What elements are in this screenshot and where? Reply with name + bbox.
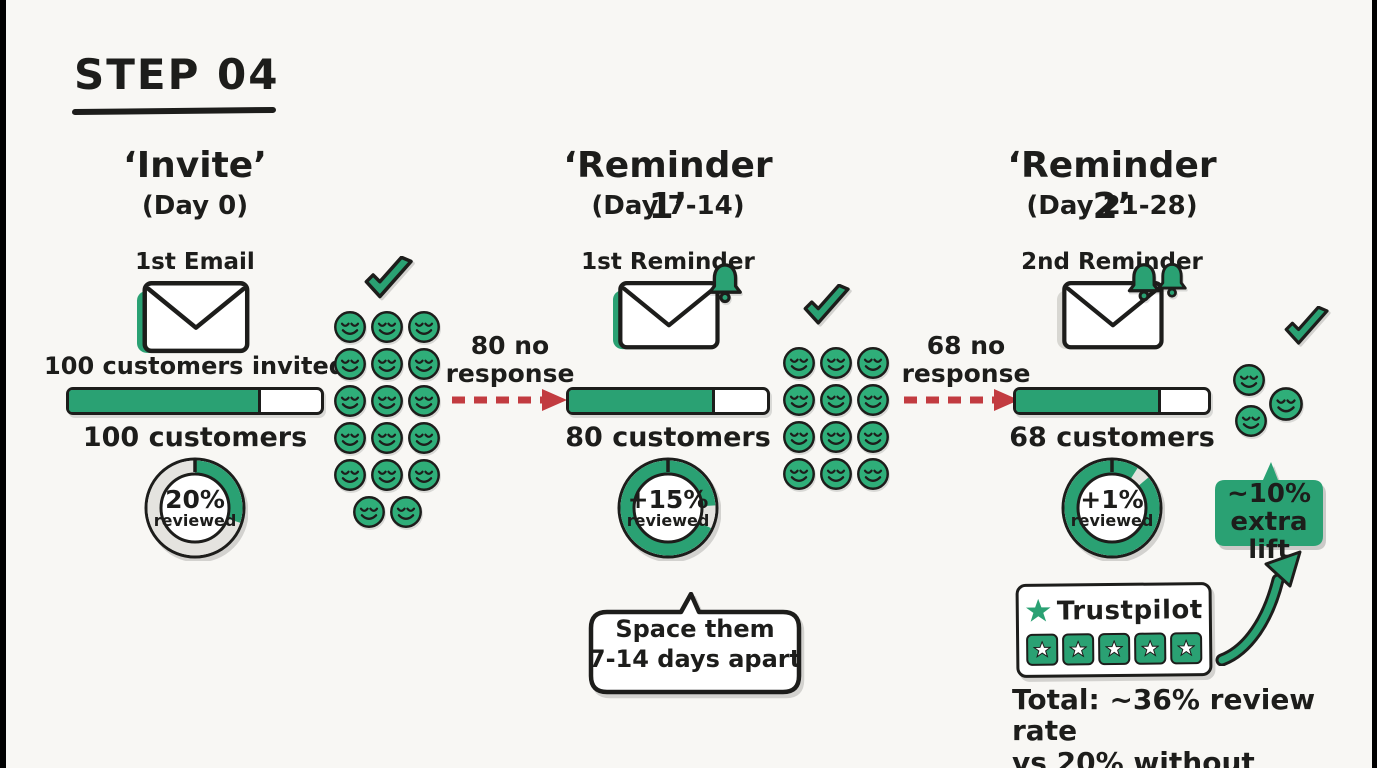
email-step-label: 1st Email [135, 249, 255, 275]
smiley-icon [783, 383, 815, 416]
smiley-icon [1235, 405, 1267, 437]
smiley-grid-invite [330, 308, 444, 530]
smiley-icon [334, 458, 366, 491]
right-edge-bar [1372, 0, 1377, 768]
star-icon [1062, 632, 1095, 666]
smiley-icon [820, 420, 852, 453]
bar-label-below: 80 customers [565, 422, 771, 453]
gauge-value: +15% [627, 485, 709, 515]
review-gauge: +1% reviewed [1059, 455, 1165, 561]
bar-label-above: 100 customers invited [44, 352, 346, 380]
email-step-label: 2nd Reminder [1021, 249, 1203, 275]
smiley-icon [1233, 364, 1265, 396]
smiley-icon [371, 347, 403, 380]
smiley-icon [857, 383, 889, 416]
smiley-icon [371, 384, 403, 417]
curved-arrow-icon [1215, 550, 1302, 666]
no-response-label: 80 no response [445, 331, 575, 388]
smiley-icon [334, 384, 366, 417]
smiley-icon [783, 420, 815, 453]
total-summary: Total: ~36% review rate vs 20% without r… [1012, 684, 1377, 768]
smiley-icon [371, 458, 403, 491]
title-underline [71, 106, 277, 116]
progress-bar-fill [1016, 390, 1162, 412]
gauge-label: reviewed [1070, 510, 1154, 530]
total-line-1: Total: ~36% review rate [1012, 683, 1316, 748]
trustpilot-star-rating [1026, 631, 1203, 666]
bar-label-below: 100 customers [82, 422, 308, 453]
smiley-grid-reminder-1 [779, 344, 893, 492]
progress-bar [1013, 387, 1211, 415]
smiley-icon [820, 346, 852, 379]
column-heading: ‘Reminder 1’ [563, 145, 773, 227]
smiley-icon [389, 495, 422, 528]
smiley-icon [334, 421, 366, 454]
gauge-value: 20% [165, 485, 225, 515]
smiley-icon [408, 347, 440, 380]
bubble-line-1: Space them [615, 615, 775, 643]
smiley-icon [783, 346, 815, 379]
smiley-icon [371, 310, 403, 343]
email-step-label: 1st Reminder [581, 249, 755, 275]
smiley-icon [857, 420, 889, 453]
dashed-arrow-icon [904, 389, 1019, 411]
lift-line-1: ~10% [1226, 479, 1312, 509]
review-gauge: +15% reviewed [615, 455, 721, 561]
column-subheading: (Day 7-14) [591, 191, 745, 221]
star-icon [1098, 632, 1131, 665]
check-icon [364, 256, 413, 299]
no-response-label: 68 no response [901, 331, 1031, 388]
trustpilot-brand: Trustpilot [1056, 594, 1203, 627]
bell-icon [708, 261, 748, 307]
progress-bar [66, 387, 324, 415]
column-subheading: (Day 0) [141, 191, 249, 221]
two-bells-icon [1127, 261, 1192, 305]
progress-bar [566, 387, 770, 415]
progress-bar-fill [569, 390, 715, 412]
trustpilot-star-icon [1026, 598, 1051, 622]
bubble-line-2: 7-14 days apart [588, 645, 802, 673]
smiley-icon [334, 347, 366, 380]
star-icon [1170, 631, 1203, 664]
bar-label-below: 68 customers [1009, 422, 1215, 453]
smiley-icon [408, 310, 440, 343]
smiley-icon [408, 421, 440, 454]
left-edge-bar [0, 0, 6, 768]
envelope-bell-icon [610, 263, 742, 357]
envelope-icon [137, 281, 253, 357]
trustpilot-card: Trustpilot [1015, 581, 1213, 679]
speech-bubble: Space them 7-14 days apart [585, 591, 805, 696]
smiley-icon [857, 346, 889, 379]
page-title: STEP 04 [74, 50, 280, 99]
gauge-label: reviewed [626, 510, 710, 530]
smiley-icon [857, 457, 889, 490]
column-subheading: (Day 21-28) [1026, 191, 1198, 221]
smiley-icon [783, 457, 815, 490]
smiley-icon [408, 384, 440, 417]
smiley-icon [408, 458, 440, 491]
gauge-label: reviewed [153, 510, 237, 530]
check-icon [803, 284, 850, 325]
star-icon [1026, 633, 1059, 666]
smiley-icon [1269, 387, 1303, 421]
check-icon [1284, 306, 1329, 345]
star-icon [1134, 631, 1167, 665]
dashed-arrow-icon [452, 389, 567, 411]
envelope-two-bells-icon [1054, 262, 1187, 357]
smiley-icon [352, 495, 385, 528]
smiley-icon [820, 457, 852, 490]
total-line-2: vs 20% without reminders [1012, 745, 1255, 768]
column-heading: ‘Reminder 2’ [1007, 145, 1217, 227]
smiley-icon [371, 421, 403, 454]
column-heading: ‘Invite’ [123, 145, 267, 186]
smiley-icon [334, 310, 366, 343]
review-gauge: 20% reviewed [142, 455, 248, 561]
lift-callout: ~10% extra lift [1211, 460, 1327, 564]
progress-bar-fill [69, 390, 261, 412]
smiley-icon [820, 383, 852, 416]
gauge-value: +1% [1080, 485, 1144, 515]
